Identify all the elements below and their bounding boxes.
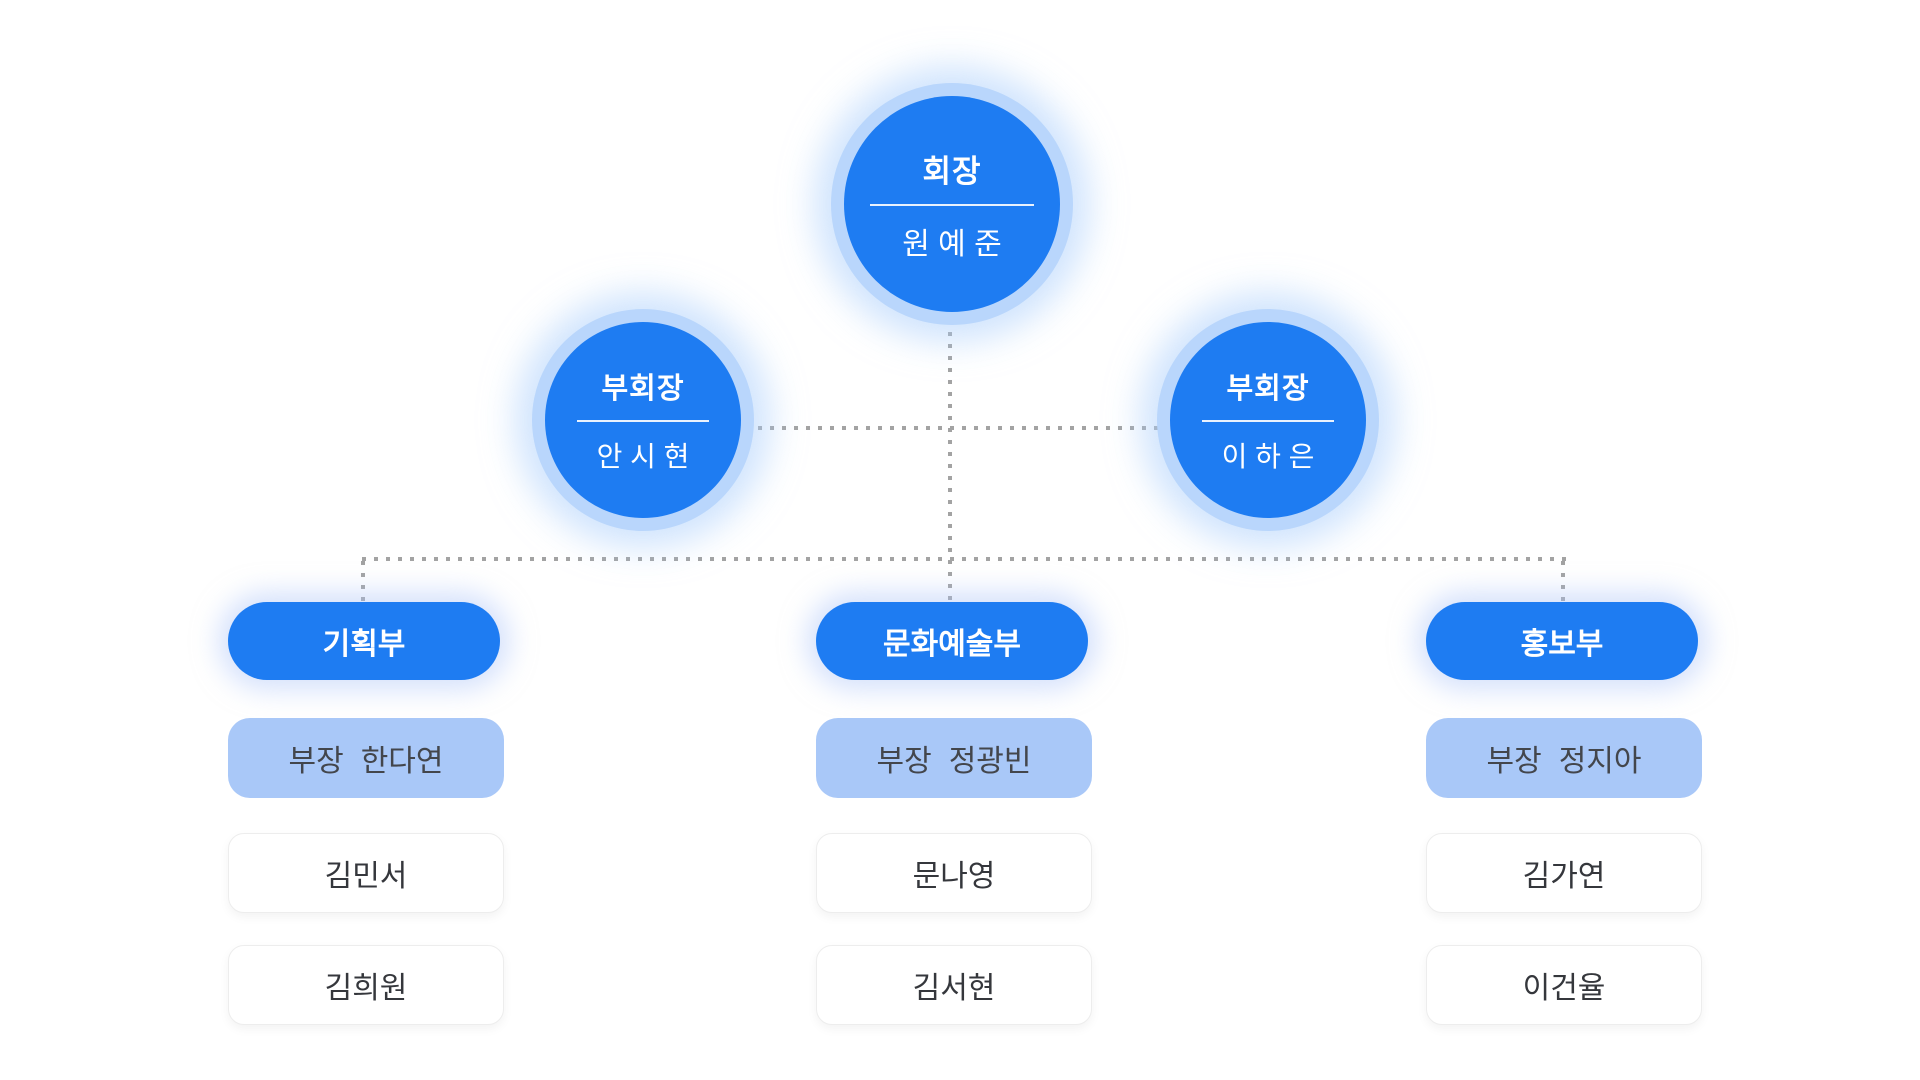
- connector-vice-presidents: [758, 426, 1158, 430]
- leader-name: 정지아: [1558, 745, 1642, 778]
- leader-role: 부장: [1486, 745, 1542, 778]
- leader-name: 정광빈: [948, 745, 1032, 778]
- member-box: 김민서: [228, 833, 504, 913]
- vice-president-node-right: 부회장 이 하 은: [1170, 322, 1366, 518]
- leader-box-planning: 부장 한다연: [228, 718, 504, 798]
- vice-president-node-left: 부회장 안 시 현: [545, 322, 741, 518]
- leader-box-pr: 부장 정지아: [1426, 718, 1702, 798]
- president-node: 회장 원 예 준: [844, 96, 1060, 312]
- connector-departments-horizontal: [362, 557, 1566, 561]
- vice-president-title: 부회장: [601, 373, 685, 405]
- leader-box-culture-arts: 부장 정광빈: [816, 718, 1092, 798]
- member-box: 김희원: [228, 945, 504, 1025]
- connector-president-to-departments: [948, 320, 952, 602]
- leader-role: 부장: [288, 745, 344, 778]
- node-divider: [1202, 420, 1334, 422]
- vice-president-name: 안 시 현: [596, 441, 690, 472]
- member-box: 김서현: [816, 945, 1092, 1025]
- leader-role: 부장: [876, 745, 932, 778]
- node-divider: [577, 420, 709, 422]
- department-pill-culture-arts: 문화예술부: [816, 602, 1088, 680]
- department-pill-planning: 기획부: [228, 602, 500, 680]
- leader-name: 한다연: [360, 745, 444, 778]
- member-box: 김가연: [1426, 833, 1702, 913]
- vice-president-name: 이 하 은: [1221, 441, 1315, 472]
- connector-drop-pr: [1561, 561, 1565, 601]
- department-pill-pr: 홍보부: [1426, 602, 1698, 680]
- president-name: 원 예 준: [902, 227, 1002, 261]
- president-title: 회장: [922, 153, 982, 189]
- member-box: 이건율: [1426, 945, 1702, 1025]
- node-divider: [870, 203, 1034, 206]
- member-box: 문나영: [816, 833, 1092, 913]
- connector-drop-planning: [361, 561, 365, 601]
- vice-president-title: 부회장: [1226, 373, 1310, 405]
